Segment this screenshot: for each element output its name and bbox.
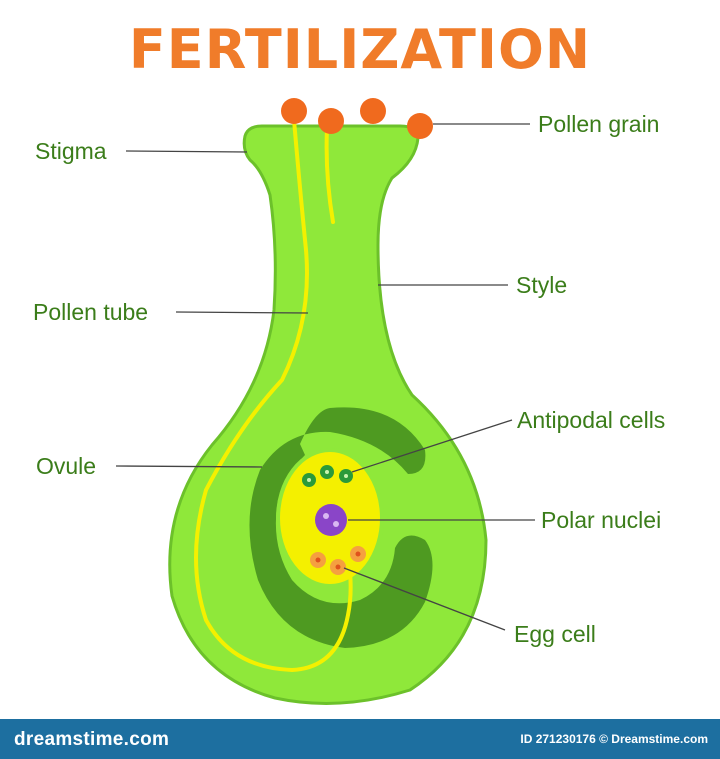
footer-brand: dreamstime.com (14, 729, 170, 750)
egg-cell-nucleus-1 (315, 557, 321, 563)
label-antipodal-cells: Antipodal cells (517, 407, 666, 433)
label-style: Style (516, 272, 568, 298)
footer-id: ID 271230176 © Dreamstime.com (520, 732, 708, 746)
polar-nucleus-1 (323, 513, 329, 519)
label-polar-nuclei: Polar nuclei (541, 507, 662, 533)
leader-stigma (125, 150, 248, 153)
label-pollen-tube: Pollen tube (33, 299, 149, 325)
pollen-grain-2 (318, 108, 344, 134)
polar-nuclei (315, 504, 347, 536)
polar-nucleus-2 (333, 521, 339, 527)
leader-pollen-tube (175, 311, 309, 314)
egg-cell-nucleus-3 (335, 564, 341, 570)
label-ovule: Ovule (36, 453, 97, 479)
leader-ovule (115, 465, 263, 468)
ovule-integument (249, 407, 433, 648)
footer-bar: dreamstime.com ID 271230176 © Dreamstime… (0, 719, 720, 759)
diagram-title: FERTILIZATION (128, 18, 592, 81)
egg-cell-nucleus-2 (355, 551, 361, 557)
leader-egg-cell (343, 567, 506, 631)
pollen-tube-long (194, 118, 353, 673)
label-stigma: Stigma (35, 138, 107, 164)
antipodal-nucleus-2 (325, 470, 329, 474)
antipodal-nucleus-1 (307, 478, 311, 482)
label-pollen-grain: Pollen grain (538, 111, 660, 137)
pollen-grain-1 (281, 98, 307, 124)
label-egg-cell: Egg cell (514, 621, 596, 647)
leader-antipodal-cells (351, 419, 513, 473)
antipodal-nucleus-3 (344, 474, 348, 478)
pollen-tube-short (324, 126, 335, 224)
pollen-grain-4 (407, 113, 433, 139)
pollen-grain-3 (360, 98, 386, 124)
